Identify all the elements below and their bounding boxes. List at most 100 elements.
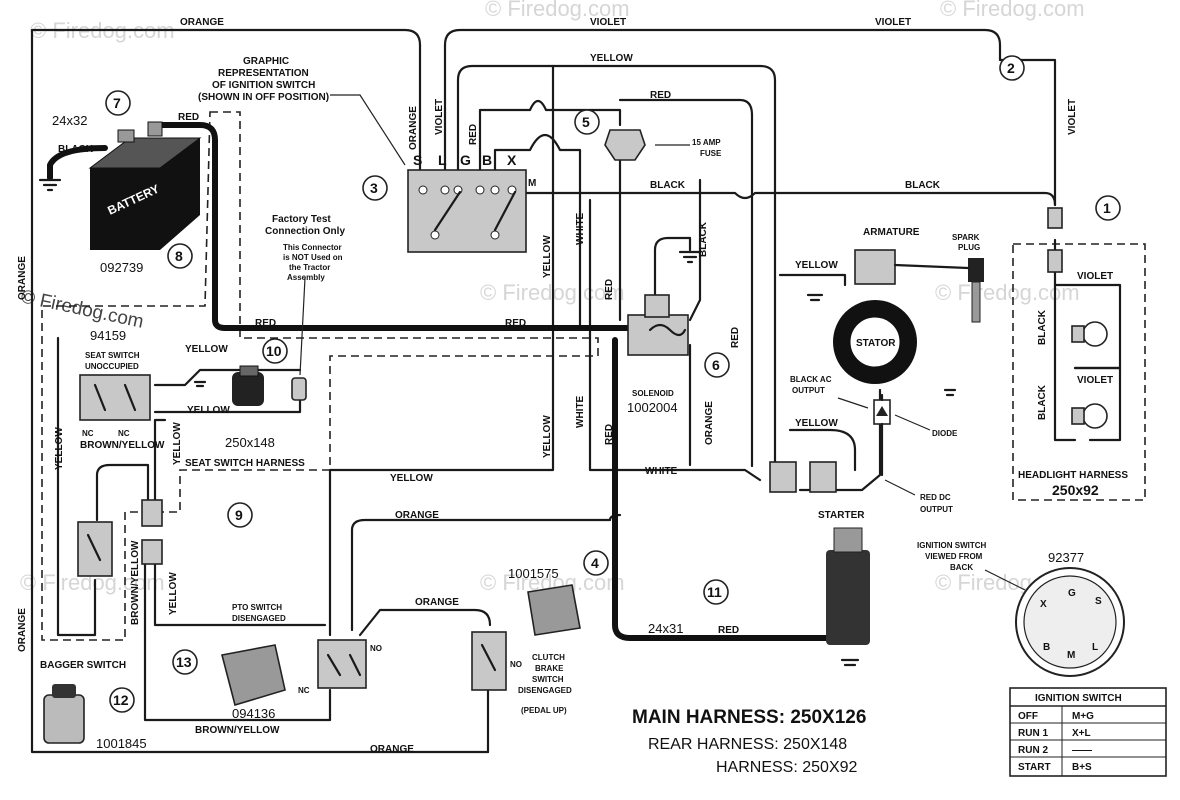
ign-letter-b: B: [1043, 642, 1050, 653]
clutch-2: BRAKE: [535, 664, 564, 673]
fuse-body: [604, 129, 646, 161]
label-orange-left: ORANGE: [17, 256, 28, 300]
wire-yellow-stator2: [788, 428, 857, 472]
clutch-3: SWITCH: [532, 675, 564, 684]
ignition-graphic-leader: [330, 94, 406, 166]
headlight-harness-1: HEADLIGHT HARNESS: [1018, 470, 1128, 481]
label-red-battery: RED: [178, 112, 199, 123]
pto-nc: NC: [298, 686, 310, 695]
wire-b-terminal: [493, 133, 582, 332]
seat-harness-name: SEAT SWITCH HARNESS: [185, 458, 305, 469]
pto-label-1: PTO SWITCH: [232, 603, 282, 612]
component-labels: GRAPHIC REPRESENTATION OF IGNITION SWITC…: [40, 56, 1128, 751]
label-yellow-left: YELLOW: [54, 427, 65, 470]
black-ac-2: OUTPUT: [792, 386, 825, 395]
callout-12: 12: [113, 692, 129, 708]
wire-black-m: [518, 191, 1057, 207]
seat-harness-no: 250x148: [225, 435, 275, 450]
wire-red-top: [478, 99, 622, 182]
alt-connector-1: [769, 461, 797, 493]
label-orange-vert: ORANGE: [408, 106, 419, 150]
wire-seat-harness: [153, 418, 167, 502]
diode-leader: [894, 414, 931, 431]
callout-9: 9: [235, 507, 243, 523]
label-yellow-vert: YELLOW: [542, 235, 553, 278]
label-black-battery: BLACK: [58, 144, 94, 155]
heavy-cables: [47, 122, 838, 641]
label-orange-sol: ORANGE: [704, 401, 715, 445]
seat-nc-1: NC: [82, 429, 94, 438]
pto-switch-body: [317, 639, 367, 689]
seat-switch: [79, 374, 151, 421]
battery: BATTERY: [88, 121, 202, 250]
callout-2: 2: [1007, 60, 1015, 76]
ign-term-l: L: [438, 152, 447, 168]
rear-harness-title: REAR HARNESS: 250X148: [648, 736, 847, 753]
relay-part: 1001575: [508, 566, 559, 581]
cable-battery-black: [47, 145, 108, 181]
ground-solenoid: [678, 236, 702, 264]
factory-note-1: This Connector: [283, 243, 342, 252]
wires: [30, 28, 1122, 754]
red-dc-1: RED DC: [920, 493, 951, 502]
ign-letter-s: S: [1095, 596, 1102, 607]
label-yellow-seatvert: YELLOW: [172, 422, 183, 465]
ign-graphic-title-4: (SHOWN IN OFF POSITION): [198, 92, 329, 103]
label-white-vert: WHITE: [575, 212, 586, 245]
cable-starter-red: [612, 337, 838, 641]
spark-plug-2: PLUG: [958, 243, 980, 252]
armature-body: [854, 249, 896, 285]
ignition-switch-body: [407, 169, 527, 253]
clutch-switch-body: [471, 631, 507, 691]
label-violet-top: VIOLET: [590, 17, 626, 28]
pto-label-2: DISENGAGED: [232, 614, 286, 623]
fuse-label-1: 15 AMP: [692, 138, 721, 147]
label-red-sol2: RED: [604, 424, 615, 445]
cable-battery-red: [152, 122, 643, 331]
ign-back-leader: [984, 569, 1026, 591]
ign-back-3: BACK: [950, 563, 973, 572]
label-black-fuse: BLACK: [650, 180, 686, 191]
callout-1: 1: [1103, 200, 1111, 216]
relay-4: [527, 584, 581, 636]
watermark-dark: © Firedog.com: [19, 286, 146, 333]
factory-test-2: Connection Only: [265, 226, 345, 237]
wire-orange-left: [30, 38, 490, 754]
seat-nc-2: NC: [118, 429, 130, 438]
label-white-bottom: WHITE: [645, 466, 678, 477]
callout-6: 6: [712, 357, 720, 373]
ignition-back-view: X G S B M L: [984, 567, 1125, 677]
label-red-right: RED: [730, 327, 741, 348]
wire-violet-top: [443, 28, 1057, 207]
label-orange-pedal: ORANGE: [415, 597, 459, 608]
alt-connector-2: [809, 461, 837, 493]
seat-switch-part: 94159: [90, 328, 126, 343]
label-brown-yellow2: BROWN/YELLOW: [130, 540, 141, 625]
starter-label: STARTER: [818, 510, 865, 521]
red-dc-2: OUTPUT: [920, 505, 953, 514]
factory-test-connector: [291, 277, 307, 401]
label-black-sol: BLACK: [698, 221, 709, 257]
headlights: [1047, 207, 1108, 429]
diode-label: DIODE: [932, 429, 958, 438]
ign-graphic-title-1: GRAPHIC: [243, 56, 289, 67]
bagger-switch: [77, 521, 113, 577]
diode: [873, 393, 891, 477]
factory-note-4: Assembly: [287, 273, 325, 282]
ign-row-1-val: M+G: [1072, 711, 1094, 722]
callout-8: 8: [175, 248, 183, 264]
label-violet-vert: VIOLET: [1067, 99, 1078, 135]
clutch-5: (PEDAL UP): [521, 706, 567, 715]
grounds: [38, 178, 957, 667]
label-violet-top2: VIOLET: [875, 17, 911, 28]
spark-plug-1: SPARK: [952, 233, 980, 242]
label-red-starter: RED: [718, 625, 739, 636]
ign-row-4-val: B+S: [1072, 762, 1092, 773]
ign-letter-l: L: [1092, 642, 1098, 653]
solenoid-part: 1002004: [627, 400, 678, 415]
ground-battery: [38, 178, 62, 192]
ign-graphic-title-3: OF IGNITION SWITCH: [212, 80, 315, 91]
solenoid-top: [644, 294, 670, 318]
label-red-top: RED: [650, 90, 671, 101]
black-ac-1: BLACK AC: [790, 375, 832, 384]
